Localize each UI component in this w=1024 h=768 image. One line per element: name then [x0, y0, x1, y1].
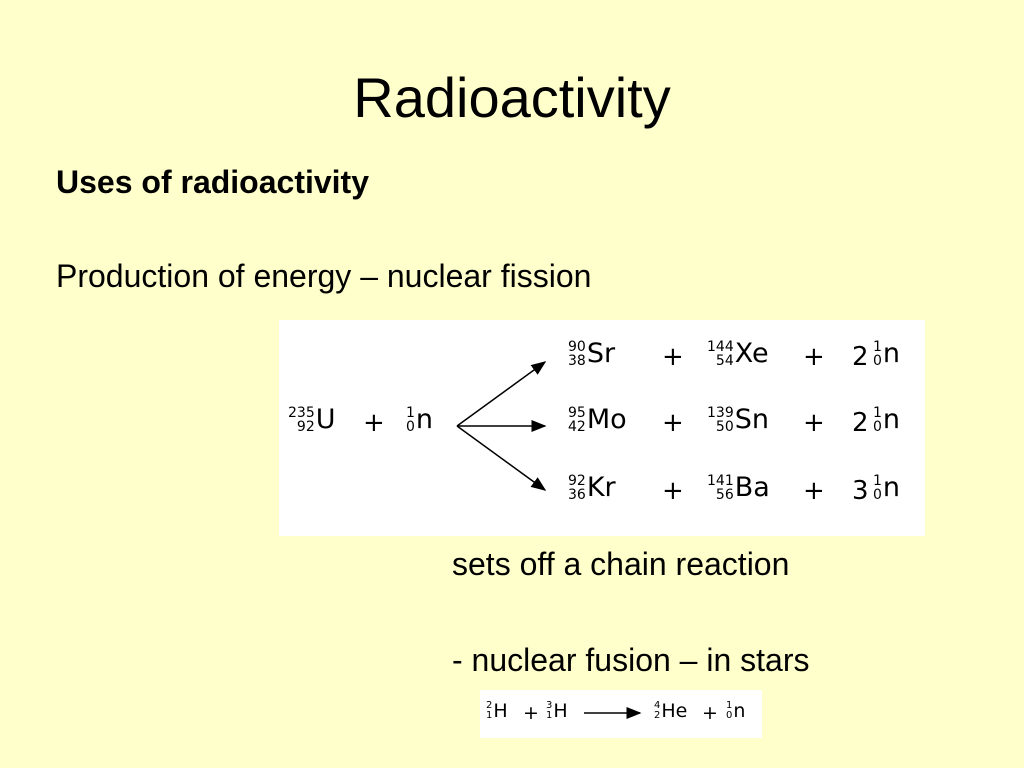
section-heading: Uses of radioactivity: [56, 164, 369, 200]
atomic-number: 54: [715, 352, 734, 369]
mass-number: 235: [288, 404, 315, 421]
atomic-number: 0: [726, 710, 733, 721]
element-symbol: U: [315, 404, 336, 435]
atomic-number: 38: [568, 352, 586, 369]
atomic-number: 56: [715, 486, 734, 503]
mass-number: 2: [486, 700, 493, 711]
element-symbol: Mo: [586, 404, 627, 435]
atomic-number: 0: [873, 352, 882, 369]
atomic-number: 1: [486, 710, 493, 721]
coefficient: 2: [852, 342, 869, 372]
element-symbol: Sr: [586, 338, 616, 369]
plus-sign: +: [702, 702, 718, 724]
atomic-number: 50: [715, 418, 734, 435]
fusion-text: - nuclear fusion – in stars: [452, 642, 810, 678]
element-symbol: n: [882, 338, 901, 369]
coefficient: 2: [852, 408, 869, 438]
mass-number: 1: [726, 700, 733, 711]
mass-number: 1: [873, 472, 882, 489]
atomic-number: 36: [568, 486, 586, 503]
mass-number: 139: [707, 404, 734, 421]
atomic-number: 2: [654, 710, 661, 721]
mass-number: 95: [568, 404, 586, 421]
mass-number: 144: [707, 338, 734, 355]
fusion-arrow: [584, 707, 642, 719]
atomic-number: 0: [406, 418, 415, 435]
mass-number: 141: [707, 472, 734, 489]
arrow-up-icon: [456, 361, 547, 427]
element-symbol: n: [882, 404, 901, 435]
plus-sign: +: [803, 476, 825, 506]
plus-sign: +: [523, 702, 539, 724]
mass-number: 92: [568, 472, 586, 489]
element-symbol: Kr: [586, 472, 616, 503]
mass-number: 1: [873, 404, 882, 421]
arrow-down-icon: [456, 425, 547, 491]
element-symbol: H: [553, 700, 568, 722]
mass-number: 1: [873, 338, 882, 355]
element-symbol: Ba: [734, 472, 770, 503]
slide-title: Radioactivity: [353, 66, 671, 129]
fission-intro-text: Production of energy – nuclear fission: [56, 258, 592, 294]
atomic-number: 0: [873, 418, 882, 435]
element-symbol: H: [493, 700, 508, 722]
element-symbol: n: [415, 404, 434, 435]
plus-sign: +: [803, 342, 825, 372]
atomic-number: 92: [296, 418, 315, 435]
coefficient: 3: [852, 476, 869, 506]
mass-number: 90: [568, 338, 586, 355]
atomic-number: 0: [873, 486, 882, 503]
mass-number: 1: [406, 404, 415, 421]
branch-arrows: [456, 361, 547, 491]
atomic-number: 42: [568, 418, 586, 435]
element-symbol: Xe: [734, 338, 769, 369]
plus-sign: +: [662, 408, 684, 438]
mass-number: 3: [546, 700, 553, 711]
element-symbol: He: [661, 700, 688, 722]
mass-number: 4: [654, 700, 661, 711]
element-symbol: n: [733, 700, 746, 722]
plus-sign: +: [662, 342, 684, 372]
element-symbol: Sn: [734, 404, 769, 435]
chain-reaction-text: sets off a chain reaction: [452, 546, 790, 582]
plus-sign: +: [803, 408, 825, 438]
atomic-number: 1: [546, 710, 553, 721]
plus-sign: +: [363, 408, 385, 438]
element-symbol: n: [882, 472, 901, 503]
plus-sign: +: [662, 476, 684, 506]
